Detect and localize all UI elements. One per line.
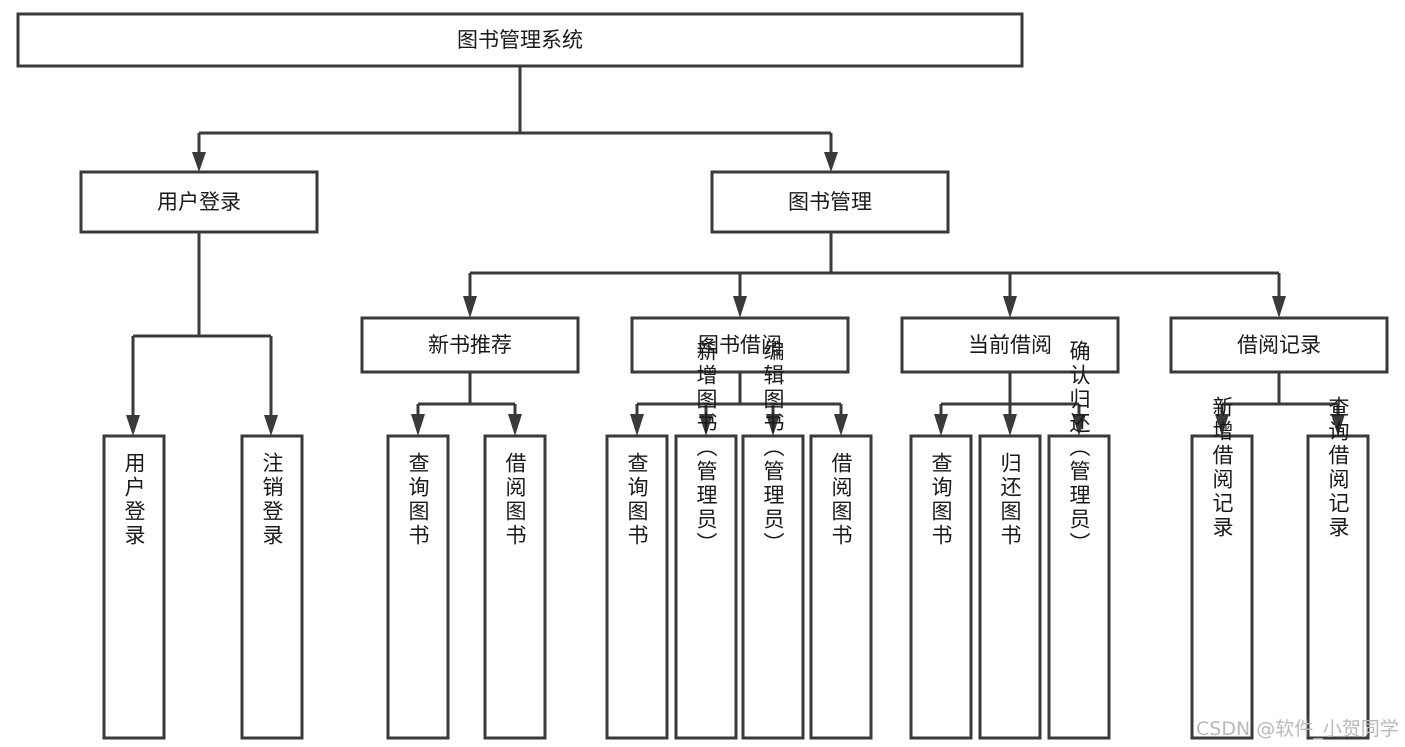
leaf-confirm-return-admin[interactable]: 确认归还（管理员） xyxy=(1047,340,1111,740)
arrow-to-leaf-query-book-1 xyxy=(411,414,425,436)
leaf-borrow-book-1[interactable]: 借阅图书 xyxy=(483,434,547,740)
arrow-to-leaf-query-book-3 xyxy=(934,414,948,436)
leaf-borrow-book-2-label: 借阅图书 xyxy=(829,452,853,548)
node-current-borrow-box[interactable] xyxy=(900,316,1120,374)
leaf-user-login-box[interactable] xyxy=(102,434,166,740)
arrow-to-leaf-query-book-2 xyxy=(630,414,644,436)
leaf-borrow-book-1-label: 借阅图书 xyxy=(503,452,527,548)
leaf-logout-login-box[interactable] xyxy=(240,434,304,740)
node-root-box[interactable] xyxy=(16,12,1024,68)
leaf-edit-book-admin-box[interactable] xyxy=(741,434,805,740)
arrow-to-leaf-borrow-book-1 xyxy=(508,414,522,436)
node-book-management[interactable]: 图书管理 xyxy=(710,170,950,234)
node-borrow-record-box[interactable] xyxy=(1169,316,1389,374)
arrow-to-leaf-confirm-return-admin xyxy=(1072,414,1086,436)
leaf-borrow-book-1-box[interactable] xyxy=(483,434,547,740)
node-user-login-label: 用户登录 xyxy=(157,190,241,214)
arrow-to-leaf-add-book-admin xyxy=(699,414,713,436)
leaf-confirm-return-admin-box[interactable] xyxy=(1047,434,1111,740)
node-book-management-box[interactable] xyxy=(710,170,950,234)
arrow-to-leaf-return-book xyxy=(1003,414,1017,436)
leaf-return-book-box[interactable] xyxy=(978,434,1042,740)
arrow-to-book-borrow xyxy=(733,296,747,318)
leaf-query-borrow-record[interactable]: 查询借阅记录 xyxy=(1306,396,1370,740)
leaf-query-book-1-box[interactable] xyxy=(386,434,450,740)
node-book-borrow-label: 图书借阅 xyxy=(698,333,782,357)
node-new-book-recommend[interactable]: 新书推荐 xyxy=(360,316,580,374)
node-user-login[interactable]: 用户登录 xyxy=(79,170,319,234)
leaf-add-borrow-record-label: 新增借阅记录 xyxy=(1210,396,1234,540)
node-book-borrow[interactable]: 图书借阅 xyxy=(630,316,850,374)
arrow-to-current-borrow xyxy=(1003,296,1017,318)
leaf-borrow-book-2-box[interactable] xyxy=(809,434,873,740)
node-new-book-recommend-label: 新书推荐 xyxy=(428,333,512,357)
node-new-book-recommend-box[interactable] xyxy=(360,316,580,374)
node-borrow-record[interactable]: 借阅记录 xyxy=(1169,316,1389,374)
leaf-add-book-admin-label: 新增图书（管理员） xyxy=(694,340,718,556)
leaf-edit-book-admin-label: 编辑图书（管理员） xyxy=(761,340,785,556)
node-current-borrow[interactable]: 当前借阅 xyxy=(900,316,1120,374)
arrow-to-borrow-record xyxy=(1272,296,1286,318)
leaf-query-book-2-label: 查询图书 xyxy=(625,452,649,548)
leaf-query-book-2[interactable]: 查询图书 xyxy=(605,434,669,740)
node-root-label: 图书管理系统 xyxy=(457,28,583,52)
node-root-system[interactable]: 图书管理系统 xyxy=(16,12,1024,68)
node-user-login-box[interactable] xyxy=(79,170,319,234)
leaf-return-book[interactable]: 归还图书 xyxy=(978,434,1042,740)
arrow-to-leaf-edit-book-admin xyxy=(766,414,780,436)
arrow-to-leaf-logout-login xyxy=(264,415,278,436)
leaf-user-login[interactable]: 用户登录 xyxy=(102,434,166,740)
node-book-borrow-box[interactable] xyxy=(630,316,850,374)
leaf-add-book-admin-box[interactable] xyxy=(674,434,738,740)
node-current-borrow-label: 当前借阅 xyxy=(968,333,1052,357)
leaf-confirm-return-admin-label: 确认归还（管理员） xyxy=(1067,340,1091,556)
leaf-query-borrow-record-box[interactable] xyxy=(1306,434,1370,740)
arrow-to-new-book-recommend xyxy=(463,296,477,318)
leaf-return-book-label: 归还图书 xyxy=(998,452,1022,548)
leaf-query-book-3-box[interactable] xyxy=(909,434,973,740)
leaf-add-borrow-record-box[interactable] xyxy=(1190,434,1254,740)
leaf-logout-login[interactable]: 注销登录 xyxy=(240,434,304,740)
leaf-query-book-1-label: 查询图书 xyxy=(406,452,430,548)
leaf-logout-login-label: 注销登录 xyxy=(260,452,284,548)
leaf-query-book-1[interactable]: 查询图书 xyxy=(386,434,450,740)
arrow-to-leaf-user-login xyxy=(126,415,140,436)
leaf-add-book-admin[interactable]: 新增图书（管理员） xyxy=(674,340,738,740)
leaf-query-book-3[interactable]: 查询图书 xyxy=(909,434,973,740)
arrow-to-leaf-borrow-book-2 xyxy=(834,414,848,436)
arrow-to-leaf-add-borrow-record xyxy=(1215,414,1229,436)
leaf-query-book-3-label: 查询图书 xyxy=(929,452,953,548)
node-borrow-record-label: 借阅记录 xyxy=(1237,333,1321,357)
leaf-edit-book-admin[interactable]: 编辑图书（管理员） xyxy=(741,340,805,740)
leaf-add-borrow-record[interactable]: 新增借阅记录 xyxy=(1190,396,1254,740)
leaf-query-borrow-record-label: 查询借阅记录 xyxy=(1326,396,1350,540)
connector-layer xyxy=(126,66,1345,436)
leaf-query-book-2-box[interactable] xyxy=(605,434,669,740)
leaf-user-login-label: 用户登录 xyxy=(122,452,146,548)
arrow-to-leaf-query-borrow-record xyxy=(1331,414,1345,436)
arrow-to-user-login xyxy=(192,152,206,172)
leaf-borrow-book-2[interactable]: 借阅图书 xyxy=(809,434,873,740)
node-book-management-label: 图书管理 xyxy=(788,190,872,214)
arrow-to-book-management xyxy=(824,152,838,172)
